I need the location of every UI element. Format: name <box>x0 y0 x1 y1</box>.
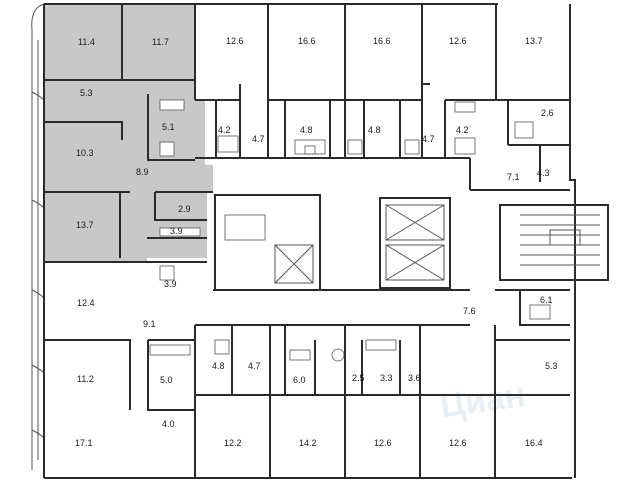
room-area-label: 12.4 <box>77 298 95 308</box>
room-area-label: 14.2 <box>299 438 317 448</box>
room-area-label: 4.2 <box>218 125 231 135</box>
lower-walls <box>44 289 570 478</box>
stairwell <box>499 204 609 281</box>
top-row-walls <box>44 4 570 191</box>
room-area-label: 3.3 <box>380 373 393 383</box>
room-labels: 11.4 11.7 5.3 5.1 10.3 8.9 2.9 13.7 3.9 … <box>75 36 558 448</box>
room-area-label: 5.1 <box>162 122 175 132</box>
fixtures <box>149 99 551 362</box>
room-area-label: 5.3 <box>545 361 558 371</box>
left-apartment-walls <box>44 94 213 263</box>
room-area-label: 12.6 <box>449 36 467 46</box>
room-area-label: 16.6 <box>373 36 391 46</box>
room-area-label: 8.9 <box>136 167 149 177</box>
room-area-label: 6.1 <box>540 295 553 305</box>
room-area-label: 7.1 <box>507 172 520 182</box>
room-area-label: 2.9 <box>178 204 191 214</box>
room-area-label: 11.4 <box>78 37 95 47</box>
room-area-label: 16.6 <box>298 36 316 46</box>
room-area-label: 4.8 <box>212 361 225 371</box>
room-area-label: 12.6 <box>449 438 467 448</box>
room-area-label: 6.0 <box>293 375 306 385</box>
highlighted-apartment <box>44 4 213 262</box>
room-area-label: 12.2 <box>224 438 242 448</box>
elevator-left <box>274 244 314 284</box>
room-area-label: 3.6 <box>408 373 421 383</box>
room-area-label: 4.7 <box>252 134 265 144</box>
building-core <box>213 194 609 291</box>
room-area-label: 12.6 <box>226 36 244 46</box>
room-area-label: 4.2 <box>456 125 469 135</box>
apartment-fill <box>44 4 213 262</box>
room-area-label: 16.4 <box>525 438 543 448</box>
room-area-label: 3.9 <box>170 226 183 236</box>
room-area-label: 17.1 <box>75 438 93 448</box>
room-area-label: 3.9 <box>164 279 177 289</box>
watermark: Циан <box>438 376 528 425</box>
room-area-label: 5.3 <box>80 88 93 98</box>
room-area-label: 12.6 <box>374 438 392 448</box>
room-area-label: 4.7 <box>248 361 261 371</box>
room-area-label: 11.2 <box>77 374 94 384</box>
room-area-label: 2.5 <box>352 373 365 383</box>
room-area-label: 4.8 <box>368 125 381 135</box>
room-area-label: 13.7 <box>525 36 543 46</box>
elevator-right-top <box>385 204 445 241</box>
room-area-label: 5.0 <box>160 375 173 385</box>
room-area-label: 11.7 <box>152 37 169 47</box>
room-area-label: 4.0 <box>162 419 175 429</box>
room-area-label: 7.6 <box>463 306 476 316</box>
facade <box>31 3 45 470</box>
room-area-label: 4.8 <box>300 125 313 135</box>
room-area-label: 9.1 <box>143 319 156 329</box>
room-area-label: 2.6 <box>541 108 554 118</box>
room-area-label: 4.3 <box>537 168 550 178</box>
elevator-right-bottom <box>385 244 445 281</box>
room-area-label: 10.3 <box>76 148 94 158</box>
room-area-label: 4.7 <box>422 134 435 144</box>
room-area-label: 13.7 <box>76 220 94 230</box>
